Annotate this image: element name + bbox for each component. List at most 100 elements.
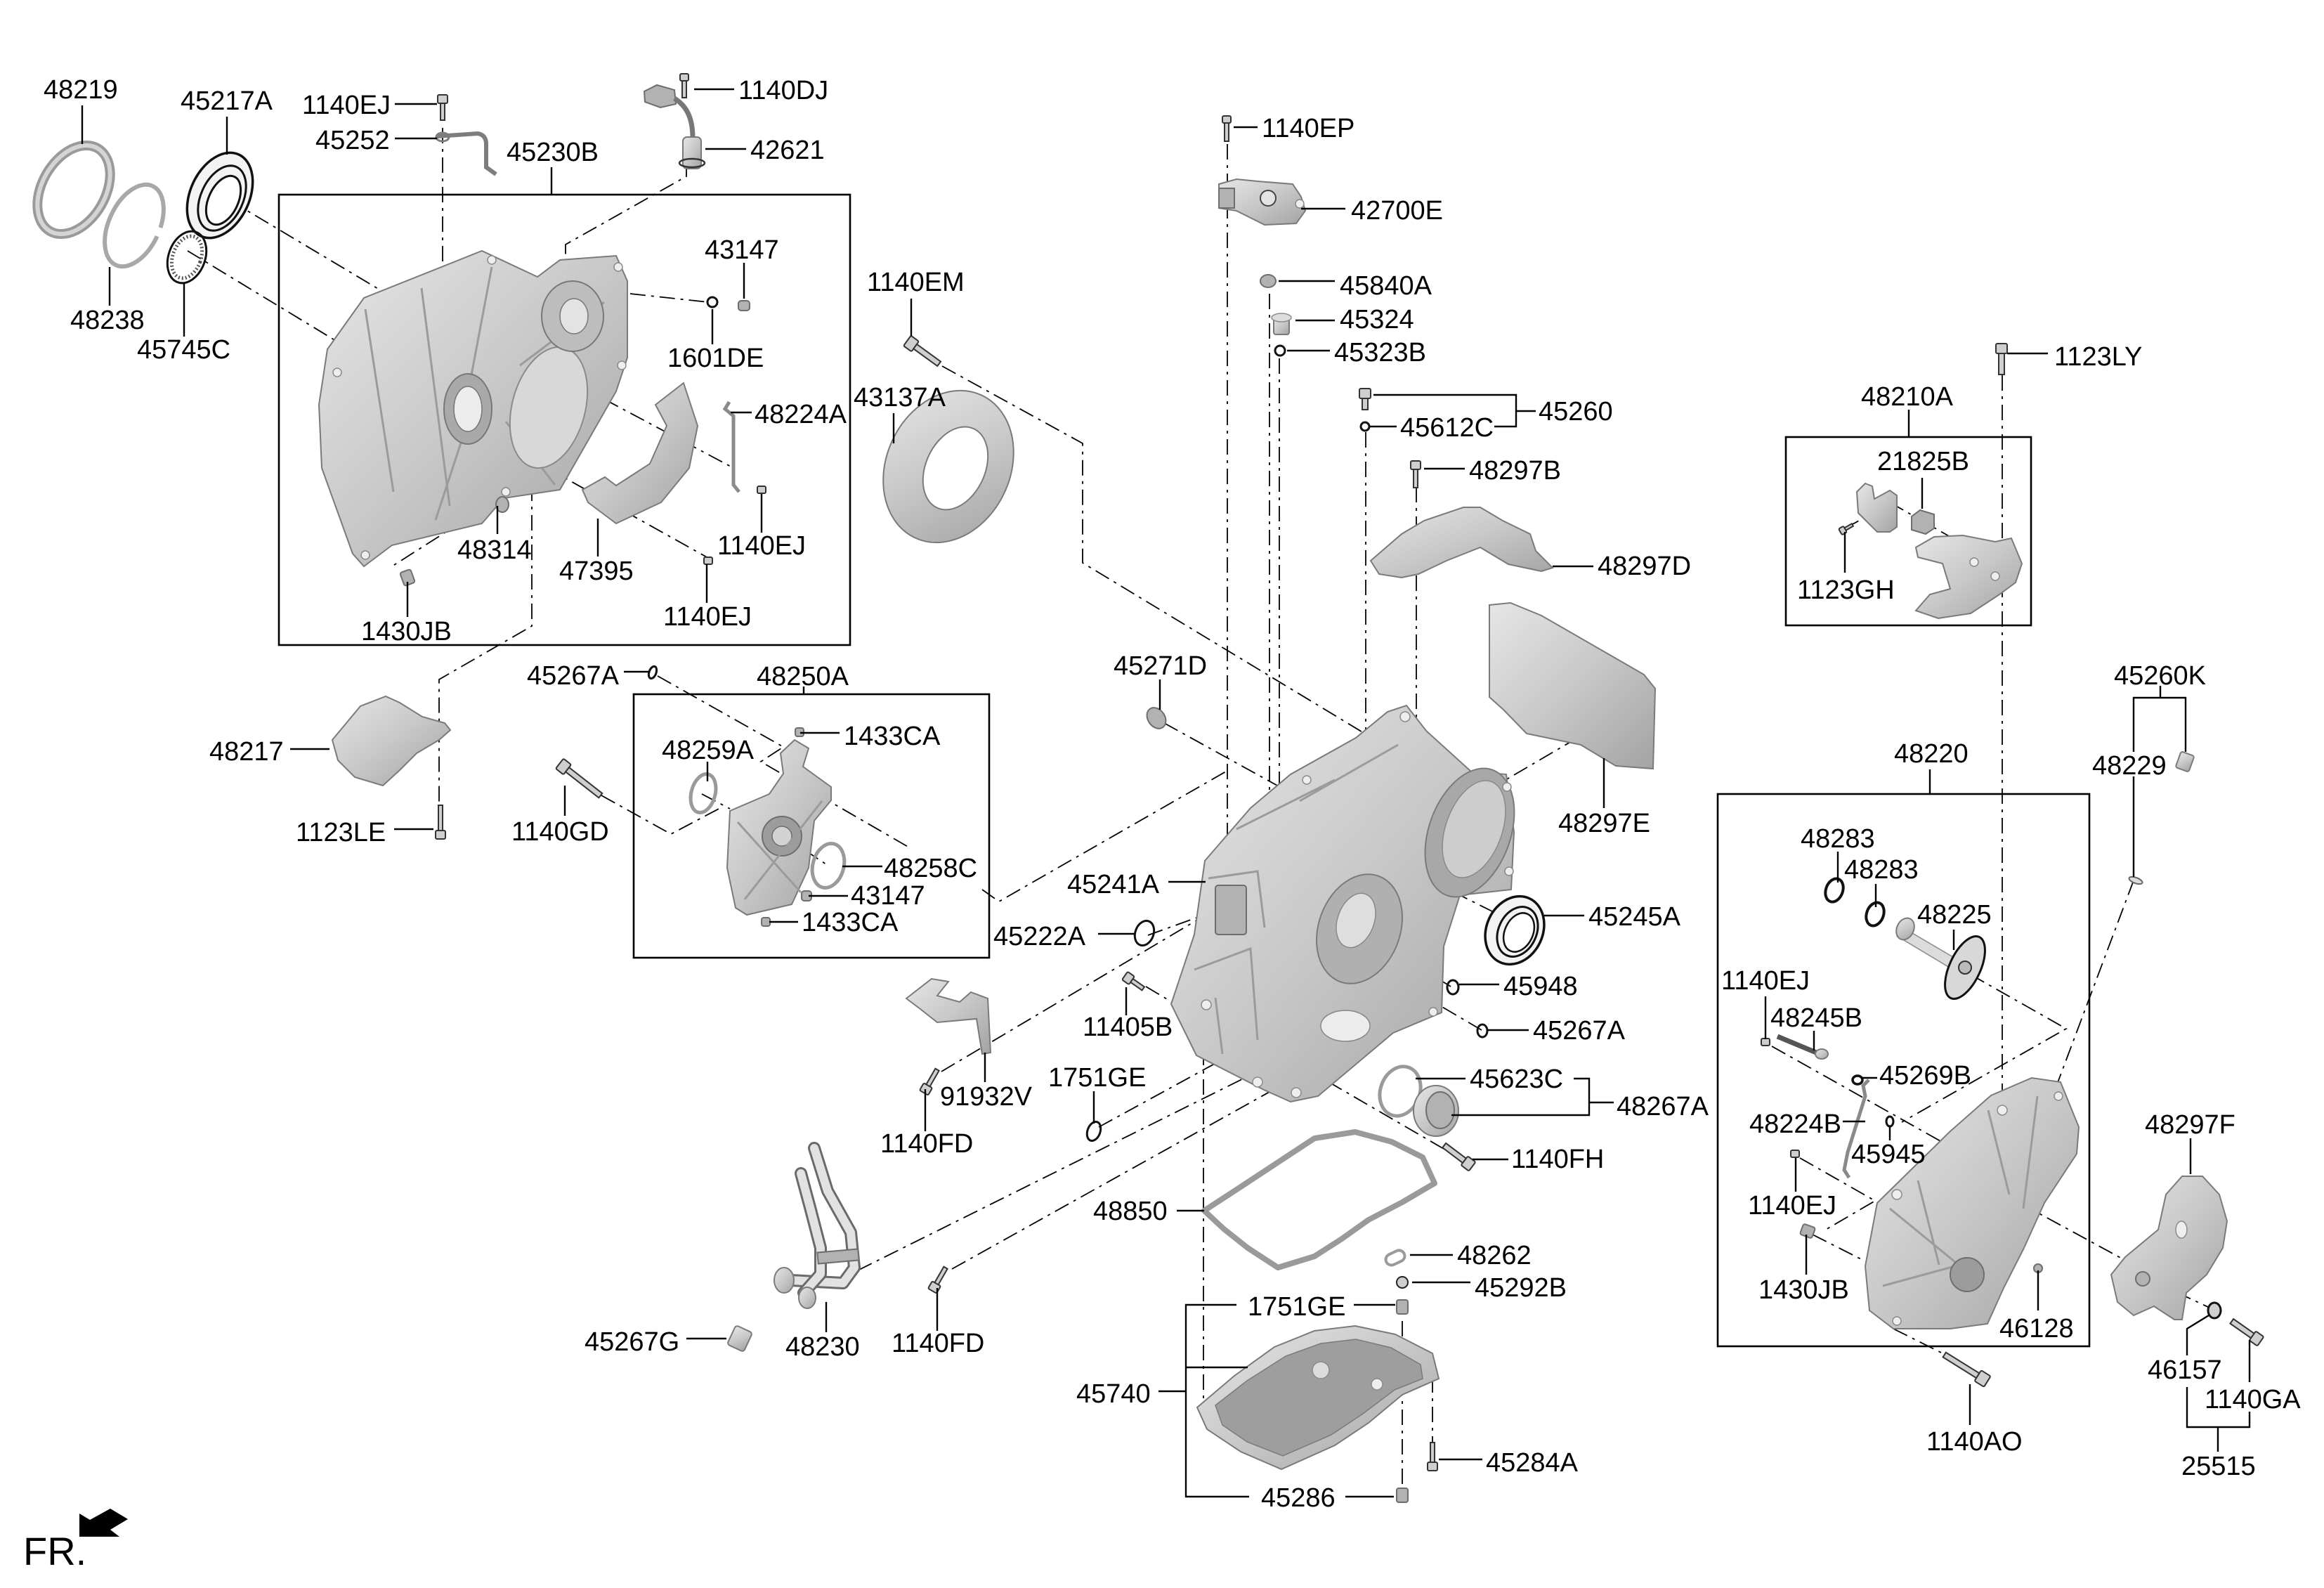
part-number-label[interactable]: 45740 <box>1076 1379 1151 1409</box>
bolt <box>919 1067 940 1095</box>
front-direction-label: FR. <box>23 1529 86 1573</box>
part-number-label[interactable]: 48259A <box>662 736 755 765</box>
oil-pump-assembly <box>726 738 832 916</box>
part-number-label[interactable]: 48267A <box>1617 1092 1709 1121</box>
part-number-label[interactable]: 21825B <box>1877 447 1969 476</box>
filter-cover <box>1413 1085 1459 1137</box>
group-box-cover-assembly <box>278 193 851 646</box>
part-number-label[interactable]: 1140GA <box>2205 1385 2301 1414</box>
part-number-label[interactable]: 45260K <box>2114 661 2206 691</box>
group-number-label[interactable]: 48210A <box>1861 382 1954 412</box>
part-number-label[interactable]: 1123LY <box>2054 342 2142 372</box>
part-number-label[interactable]: 91932V <box>940 1082 1033 1112</box>
part-number-label[interactable]: 1123LE <box>296 818 386 847</box>
part-number-label[interactable]: 45324 <box>1340 305 1414 334</box>
part-number-label[interactable]: 42700E <box>1351 196 1443 226</box>
part-number-label[interactable]: 1601DE <box>667 344 764 373</box>
part-number-label[interactable]: 1140EM <box>867 268 965 297</box>
part-number-label[interactable]: 45267G <box>585 1327 679 1357</box>
drain-plug <box>1396 1299 1409 1315</box>
part-number-label[interactable]: 1140EJ <box>717 531 806 561</box>
transaxle-cover <box>318 249 628 568</box>
part-number-label[interactable]: 1140DJ <box>738 76 828 105</box>
part-number-label[interactable]: 1140AO <box>1926 1427 2023 1457</box>
part-number-label[interactable]: 1140EJ <box>1721 966 1810 996</box>
group-number-label[interactable]: 45230B <box>507 138 599 167</box>
part-number-label[interactable]: 1430JB <box>1758 1275 1849 1305</box>
part-number-label[interactable]: 48224B <box>1749 1109 1841 1139</box>
part-number-label[interactable]: 45245A <box>1588 902 1681 932</box>
part-number-label[interactable]: 48217 <box>209 737 284 767</box>
part-number-label[interactable]: 45222A <box>993 922 1086 951</box>
part-number-label[interactable]: 1433CA <box>802 908 899 937</box>
group-number-label[interactable]: 48250A <box>757 662 849 691</box>
dowel-pin <box>399 568 416 587</box>
part-number-label[interactable]: 45267A <box>1533 1016 1626 1046</box>
part-number-label[interactable]: 1123GH <box>1797 575 1895 605</box>
part-number-label[interactable]: 11405B <box>1083 1013 1173 1042</box>
part-number-label[interactable]: 45284A <box>1486 1448 1579 1478</box>
part-number-label[interactable]: 45292B <box>1475 1273 1567 1303</box>
part-number-label[interactable]: 45252 <box>315 126 390 155</box>
part-number-label[interactable]: 1140FH <box>1511 1145 1604 1174</box>
part-number-label[interactable]: 48224A <box>755 400 847 429</box>
part-number-label[interactable]: 48850 <box>1093 1197 1168 1226</box>
part-number-label[interactable]: 1433CA <box>844 722 941 751</box>
part-number-label[interactable]: 45323B <box>1334 338 1426 367</box>
part-number-label[interactable]: 25515 <box>2181 1452 2256 1481</box>
part-number-label[interactable]: 46157 <box>2148 1355 2222 1385</box>
part-number-label[interactable]: 48283 <box>1801 824 1875 854</box>
part-number-label[interactable]: 48245B <box>1770 1003 1862 1033</box>
part-number-label[interactable]: 1751GE <box>1248 1292 1345 1322</box>
part-number-label[interactable]: 42621 <box>750 136 825 165</box>
part-number-label[interactable]: 45840A <box>1340 271 1432 301</box>
part-number-label[interactable]: 46128 <box>1999 1314 2074 1343</box>
part-number-label[interactable]: 45271D <box>1114 651 1207 681</box>
assembly-line <box>438 486 533 804</box>
part-number-label[interactable]: 48219 <box>44 75 118 105</box>
part-number-label[interactable]: 45623C <box>1470 1065 1563 1094</box>
o-ring <box>1885 1115 1895 1128</box>
part-number-label[interactable]: 45217A <box>181 86 273 116</box>
transmission-case <box>1170 704 1515 1103</box>
part-number-label[interactable]: 48283 <box>1844 855 1919 885</box>
part-number-label[interactable]: 1430JB <box>361 617 452 646</box>
part-number-label[interactable]: 45286 <box>1261 1483 1336 1513</box>
part-number-label[interactable]: 1140FD <box>892 1329 984 1358</box>
part-number-label[interactable]: 48297F <box>2145 1110 2235 1140</box>
part-number-label[interactable]: 1140FD <box>880 1129 973 1159</box>
part-number-label[interactable]: 1140EP <box>1262 114 1354 143</box>
part-number-label[interactable]: 45945 <box>1851 1140 1926 1169</box>
part-number-label[interactable]: 47395 <box>559 557 634 586</box>
part-number-label[interactable]: 48262 <box>1457 1241 1532 1270</box>
group-number-label[interactable]: 48220 <box>1894 739 1969 769</box>
part-number-label[interactable]: 48238 <box>70 306 145 335</box>
assembly-line <box>981 771 1227 903</box>
part-number-label[interactable]: 45241A <box>1067 870 1160 899</box>
part-number-label[interactable]: 45948 <box>1503 972 1578 1001</box>
part-number-label[interactable]: 48229 <box>2092 751 2167 781</box>
part-number-label[interactable]: 45745C <box>137 335 230 365</box>
part-number-label[interactable]: 1140GD <box>511 817 609 847</box>
part-number-label[interactable]: 45267A <box>527 661 620 691</box>
part-number-label[interactable]: 48297D <box>1598 552 1691 581</box>
part-number-label[interactable]: 48297B <box>1469 456 1561 486</box>
part-number-label[interactable]: 1751GE <box>1048 1063 1146 1093</box>
part-number-label[interactable]: 48258C <box>884 854 977 883</box>
part-number-label[interactable]: 45612C <box>1400 413 1494 443</box>
part-number-label[interactable]: 1140EJ <box>302 91 391 120</box>
part-number-label[interactable]: 43147 <box>705 235 779 265</box>
part-number-label[interactable]: 45260 <box>1539 397 1613 427</box>
plug <box>1271 313 1292 335</box>
bolt <box>1838 522 1855 535</box>
part-number-label[interactable]: 43147 <box>851 881 925 911</box>
assembly-line <box>951 1074 1300 1270</box>
part-number-label[interactable]: 1140EJ <box>1748 1191 1836 1221</box>
part-number-label[interactable]: 48225 <box>1917 900 1992 930</box>
part-number-label[interactable]: 43137A <box>854 383 946 412</box>
part-number-label[interactable]: 48314 <box>457 535 532 565</box>
part-number-label[interactable]: 45269B <box>1879 1061 1971 1091</box>
part-number-label[interactable]: 48297E <box>1558 809 1650 838</box>
part-number-label[interactable]: 1140EJ <box>663 602 752 632</box>
part-number-label[interactable]: 48230 <box>785 1332 860 1362</box>
